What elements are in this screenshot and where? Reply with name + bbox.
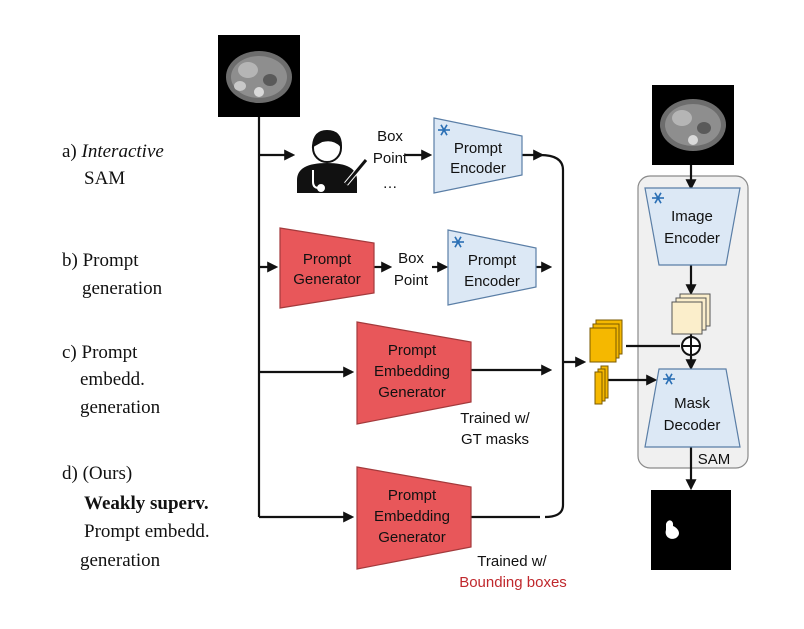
peg-c-line1: Prompt xyxy=(388,342,437,359)
dense-embedding-stack xyxy=(589,319,623,363)
ct-scan-image xyxy=(218,35,300,117)
sam-label: SAM xyxy=(698,451,731,468)
plus-circle-icon xyxy=(681,336,701,356)
prompt-encoder-b-line2: Encoder xyxy=(464,273,520,290)
peg-d-line1: Prompt xyxy=(388,487,437,504)
row-a-line2: SAM xyxy=(84,168,125,189)
image-encoder-line2: Encoder xyxy=(664,230,720,247)
peg-d-line3: Generator xyxy=(378,529,446,546)
row-d-line1: d) (Ours) xyxy=(62,463,132,484)
sparse-embedding-stack xyxy=(594,365,609,405)
prompt-encoder-a: Prompt Encoder xyxy=(433,117,523,194)
trained-bb-line2: Bounding boxes xyxy=(459,574,567,591)
mask-output-image xyxy=(651,490,731,570)
trained-bb-line1: Trained w/ xyxy=(477,553,547,570)
image-embedding-stack xyxy=(671,293,711,335)
peg-d-line2: Embedding xyxy=(374,508,450,525)
box-label-a: Box xyxy=(377,128,403,145)
prompt-generator-b-line2: Generator xyxy=(293,271,361,288)
prompt-generator-b-line1: Prompt xyxy=(303,251,352,268)
ellipsis-label-a: … xyxy=(383,175,398,192)
row-d-line2: Weakly superv. xyxy=(84,493,209,514)
doctor-icon xyxy=(297,129,368,193)
row-d-line4: generation xyxy=(80,550,161,571)
mask-decoder: Mask Decoder xyxy=(644,368,741,448)
row-c-line3: generation xyxy=(80,397,161,418)
ct-scan-image-sam xyxy=(652,85,734,165)
row-d-line3: Prompt embedd. xyxy=(84,521,210,542)
image-encoder: Image Encoder xyxy=(644,187,741,266)
prompt-encoder-a-line1: Prompt xyxy=(454,140,503,157)
row-a-prefix: a) xyxy=(62,141,82,162)
prompt-encoder-a-line2: Encoder xyxy=(450,160,506,177)
prompt-encoder-b: Prompt Encoder xyxy=(447,229,537,306)
prompt-embedding-generator-d: Prompt Embedding Generator xyxy=(356,466,472,570)
row-c-line1: c) Prompt xyxy=(62,342,138,363)
row-b-line1: b) Prompt xyxy=(62,250,139,271)
point-label-b: Point xyxy=(394,272,429,289)
point-label-a: Point xyxy=(373,150,408,167)
trained-gt-line2: GT masks xyxy=(461,431,529,448)
box-label-b: Box xyxy=(398,250,424,267)
row-a-line1: a) Interactive xyxy=(62,141,164,162)
trained-gt-line1: Trained w/ xyxy=(460,410,530,427)
prompt-encoder-b-line1: Prompt xyxy=(468,252,517,269)
mask-decoder-line1: Mask xyxy=(674,395,710,412)
row-c-line2: embedd. xyxy=(80,369,145,390)
connector-lines xyxy=(257,117,697,523)
peg-c-line2: Embedding xyxy=(374,363,450,380)
prompt-embedding-generator-c: Prompt Embedding Generator xyxy=(356,321,472,425)
mask-decoder-line2: Decoder xyxy=(664,417,721,434)
peg-c-line3: Generator xyxy=(378,384,446,401)
prompt-generator-b: Prompt Generator xyxy=(279,227,375,309)
row-a-emph: Interactive xyxy=(81,141,164,162)
image-encoder-line1: Image xyxy=(671,208,713,225)
row-b-line2: generation xyxy=(82,278,163,299)
